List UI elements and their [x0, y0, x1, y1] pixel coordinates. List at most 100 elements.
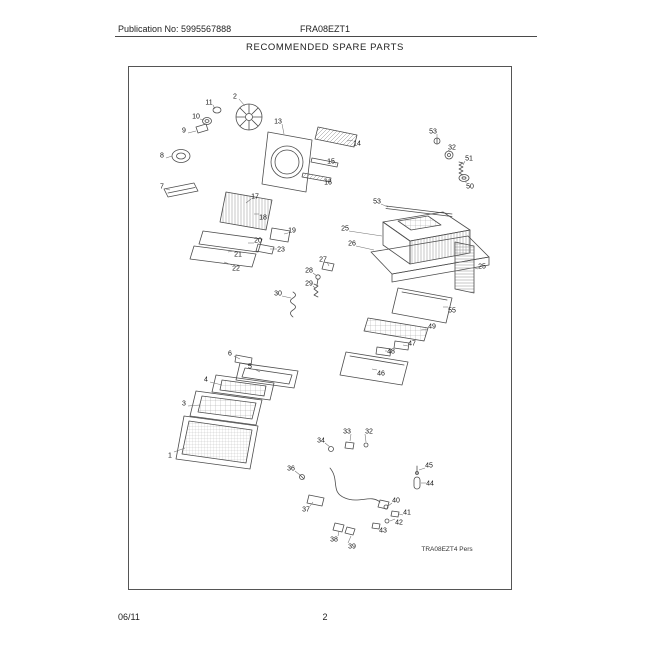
leader-line: [324, 442, 331, 448]
publication-number: Publication No: 5995567888: [118, 24, 232, 34]
leader-line: [346, 139, 354, 142]
part-number-label: 50: [466, 184, 474, 191]
part-number-label: 3: [182, 401, 186, 408]
part-number-label: 45: [425, 463, 433, 470]
exploded-parts-diagram: 2111098713141516171819202122232526272829…: [128, 66, 512, 590]
model-number: FRA08EZT1: [299, 24, 350, 34]
leader-line: [281, 295, 292, 299]
leader-line: [294, 470, 301, 476]
leader-line: [281, 123, 285, 135]
part-number-label: 44: [426, 481, 434, 488]
leader-line: [233, 355, 241, 360]
part-number-label: 15: [327, 159, 335, 166]
leader-line: [173, 447, 186, 453]
fan-motor-parts-illustration: [163, 106, 222, 198]
part-number-label: 18: [259, 215, 267, 222]
blower-wheel-illustration: [235, 103, 263, 131]
footer-date: 06/11: [118, 612, 140, 622]
part-number-label: 42: [395, 520, 403, 527]
leader-line: [209, 381, 223, 386]
leader-line: [227, 250, 235, 253]
part-number-label: 30: [274, 291, 282, 298]
part-number-label: 33: [343, 429, 351, 436]
part-number-label: 55: [448, 308, 456, 315]
leader-line: [347, 535, 352, 544]
part-number-label: 11: [205, 100, 212, 107]
part-number-label: 5: [248, 364, 252, 371]
leader-line: [380, 203, 389, 208]
part-number-label: 38: [330, 537, 338, 544]
leader-line: [349, 433, 352, 442]
part-number-label: 4: [204, 377, 208, 384]
leader-line: [165, 188, 171, 191]
part-number-label: 26: [348, 241, 356, 248]
condenser-coil-illustration: [454, 241, 475, 294]
part-number-label: 6: [228, 351, 232, 358]
control-and-cord-parts-illustration: [299, 441, 421, 536]
leader-line: [402, 344, 409, 347]
leader-line: [371, 368, 378, 371]
leader-line: [165, 155, 173, 159]
part-number-label: 21: [234, 252, 242, 259]
tubing-and-bracket-parts-illustration: [290, 261, 335, 318]
leader-line: [253, 368, 261, 373]
part-number-label: 43: [379, 528, 387, 535]
part-number-label: 40: [392, 498, 400, 505]
leader-line: [326, 261, 330, 267]
fan-shroud-illustration: [261, 126, 358, 193]
part-number-label: 7: [160, 184, 164, 191]
leader-line: [187, 404, 201, 407]
part-number-label: 51: [465, 156, 473, 163]
part-number-label: 14: [353, 141, 361, 148]
part-number-label: 19: [288, 228, 296, 235]
header-rule: [115, 36, 537, 37]
leader-line: [418, 467, 426, 471]
leader-line: [283, 232, 289, 235]
part-number-label: 23: [277, 247, 285, 254]
leader-line: [387, 502, 393, 507]
part-number-label: 10: [192, 114, 200, 121]
section-title: RECOMMENDED SPARE PARTS: [246, 42, 404, 53]
part-number-label: 46: [377, 371, 385, 378]
leader-line: [420, 328, 429, 331]
leader-line: [348, 230, 383, 237]
part-number-label: 32: [365, 429, 373, 436]
part-number-label: 22: [232, 266, 240, 273]
part-number-label: 2: [233, 94, 237, 101]
diagram-caption: TRA08EZT4 Pers: [421, 546, 473, 553]
leader-line: [337, 530, 340, 537]
part-number-label: 37: [302, 507, 310, 514]
leader-line: [447, 149, 451, 153]
leader-line: [312, 272, 318, 277]
part-number-label: 29: [305, 281, 313, 288]
leader-line: [238, 98, 246, 107]
footer-page-number: 2: [322, 612, 328, 622]
part-number-label: 41: [403, 510, 411, 517]
leader-line: [212, 104, 216, 110]
leader-line: [199, 118, 205, 121]
part-number-label: 8: [160, 153, 164, 160]
leader-line: [187, 130, 197, 134]
part-number-label: 53: [373, 199, 381, 206]
part-number-label: 13: [274, 119, 282, 126]
leader-line: [312, 285, 316, 289]
evaporator-and-basepan-illustration: [189, 191, 291, 268]
leader-line: [389, 518, 396, 522]
panels-and-shelf-illustration: [339, 287, 453, 386]
part-labels-layer: 2111098713141516171819202122232526272829…: [160, 94, 486, 551]
part-number-label: 32: [448, 145, 456, 152]
part-number-label: 1: [168, 453, 172, 460]
part-number-label: 53: [429, 129, 437, 136]
diagram-border: [128, 66, 512, 590]
part-number-label: 17: [251, 194, 259, 201]
part-number-label: 9: [182, 128, 186, 135]
leader-line: [223, 261, 233, 266]
leader-line: [462, 160, 466, 166]
part-number-label: 47: [408, 341, 416, 348]
part-number-label: 16: [324, 180, 332, 187]
leader-line: [364, 433, 367, 443]
leader-line: [355, 245, 375, 251]
support-rod-illustration: [385, 205, 453, 217]
part-number-label: 36: [287, 466, 295, 473]
